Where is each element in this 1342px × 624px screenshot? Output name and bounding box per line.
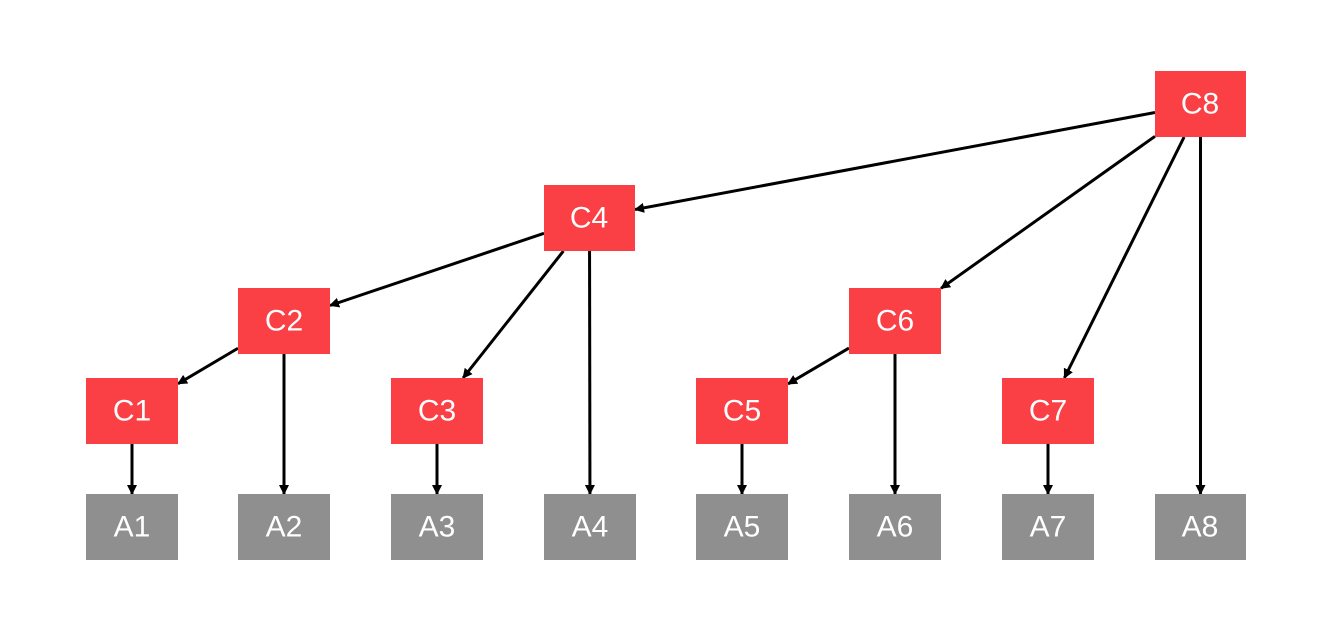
edge-c8-c6 [940,135,1156,290]
node-c6-box [849,288,941,354]
node-a4-label: A4 [572,511,609,544]
node-c4-box [544,185,635,251]
node-c4-label: C4 [570,202,608,235]
edge-c4-c2 [329,231,545,308]
node-c3: C3 [391,378,483,444]
node-a2-label: A2 [266,511,303,544]
node-a3-box [391,494,483,560]
node-c7: C7 [1002,378,1094,444]
node-a5: A5 [696,494,788,560]
node-c5: C5 [696,378,788,444]
node-a6-label: A6 [877,511,914,544]
node-a8-label: A8 [1182,511,1219,544]
node-a5-label: A5 [724,511,761,544]
node-c6-label: C6 [876,305,914,338]
node-a5-box [696,494,788,560]
edges-layer [127,111,1206,495]
node-a2-box [238,494,330,560]
node-c1-box [86,378,178,444]
nodes-layer: C8 C4 C2 C6 C1 C3 C5 C7 [86,71,1246,560]
node-c2-box [238,288,330,354]
node-c5-label: C5 [723,395,761,428]
node-c1-label: C1 [113,395,151,428]
node-a4: A4 [544,494,636,560]
node-a7-label: A7 [1030,511,1067,544]
node-a1-label: A1 [114,511,151,544]
node-c6: C6 [849,288,941,354]
edge-c6-c5 [787,346,850,386]
node-c5-box [696,378,788,444]
node-c7-box [1002,378,1094,444]
node-a8-box [1155,494,1246,560]
node-a1-box [86,494,178,560]
edge-c4-c3 [461,250,565,379]
node-a2: A2 [238,494,330,560]
node-c3-box [391,378,483,444]
edge-c8-c4 [634,111,1156,213]
node-a7: A7 [1002,494,1094,560]
node-c8-label: C8 [1181,88,1219,121]
node-c3-label: C3 [418,395,456,428]
node-a6: A6 [849,494,941,560]
node-c1: C1 [86,378,178,444]
edge-c8-c7 [1063,136,1186,379]
node-c4: C4 [544,185,635,251]
node-a6-box [849,494,941,560]
node-c8: C8 [1155,71,1246,137]
node-a8: A8 [1155,494,1246,560]
edge-c2-c1 [177,346,239,386]
node-c8-box [1155,71,1246,137]
node-a1: A1 [86,494,178,560]
node-a7-box [1002,494,1094,560]
node-c2: C2 [238,288,330,354]
node-a3: A3 [391,494,483,560]
node-a3-label: A3 [419,511,456,544]
node-c7-label: C7 [1029,395,1067,428]
node-c2-label: C2 [265,305,303,338]
node-a4-box [544,494,636,560]
